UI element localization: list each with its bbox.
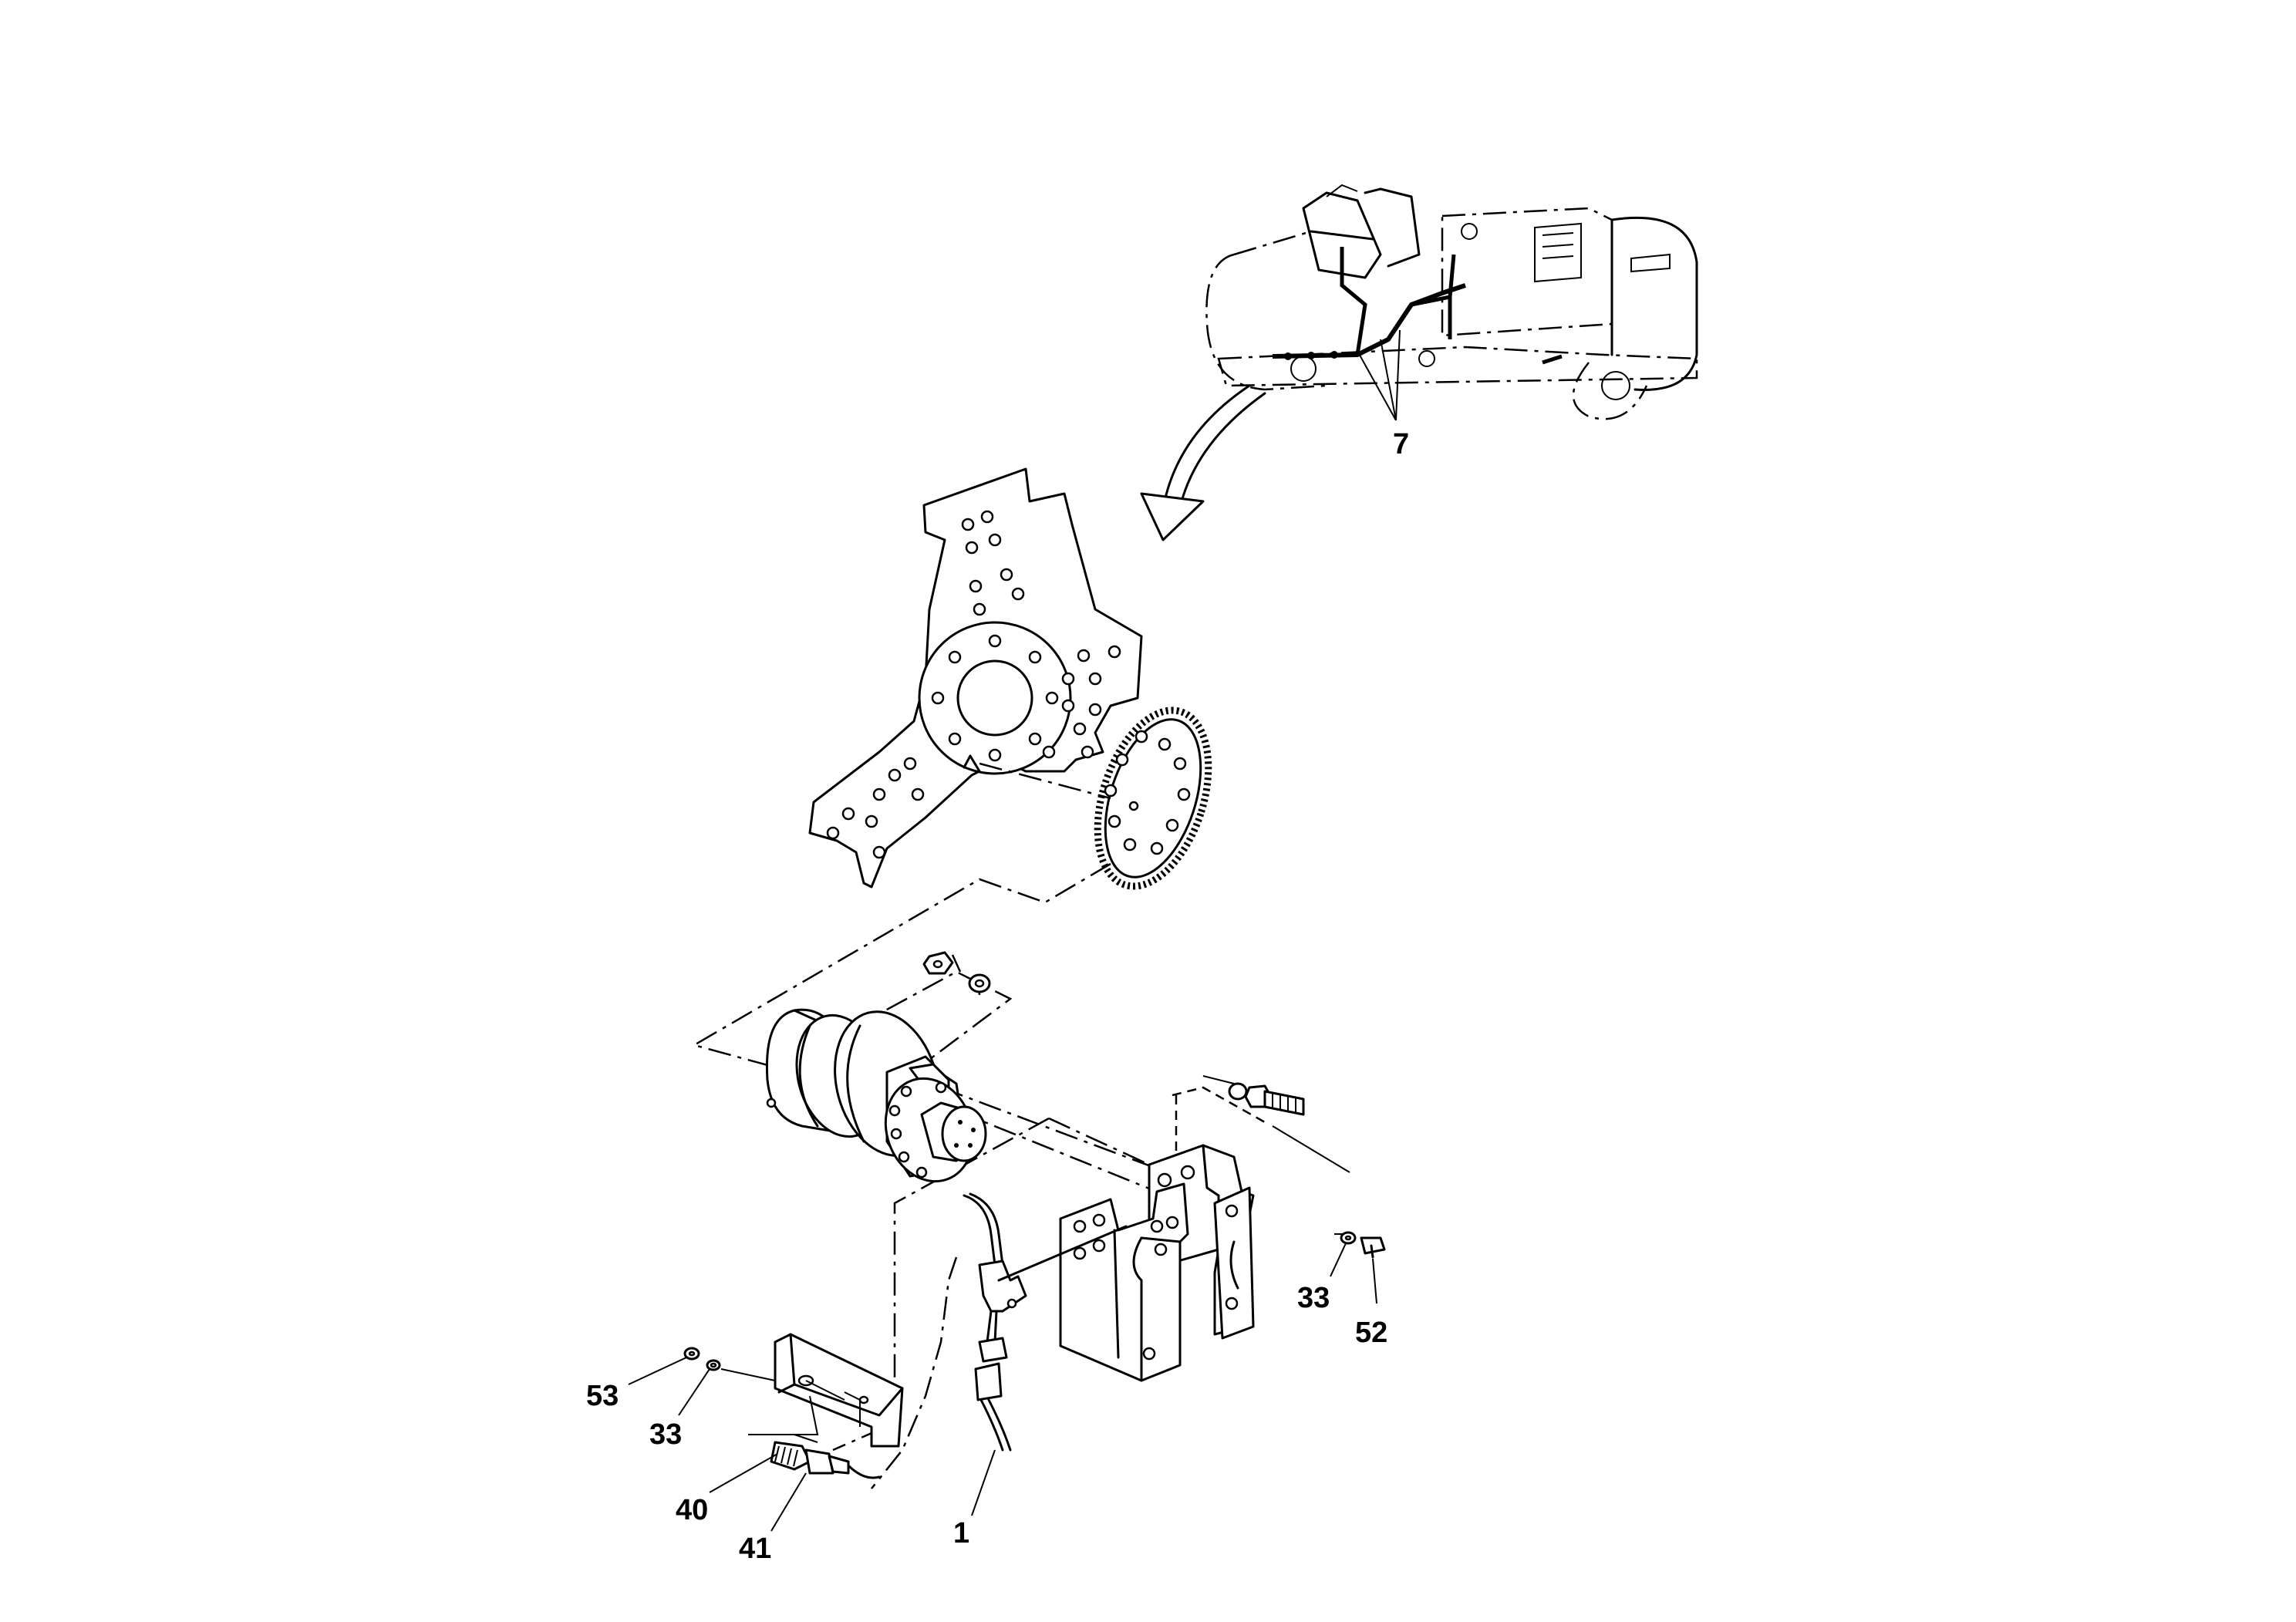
wiring-connector: [963, 1192, 1128, 1452]
machine-overview: [1205, 184, 1698, 421]
small-sensor-bracket: [748, 1333, 904, 1448]
callout-1: 1: [953, 1517, 969, 1549]
callout-40: 40: [676, 1494, 708, 1526]
callout-7: 7: [1393, 428, 1409, 460]
sensor-bracket: [1059, 1144, 1255, 1382]
washer-screw-right: [1340, 1231, 1386, 1259]
nut-washer-pair: [922, 951, 991, 993]
gear-ring: [1094, 706, 1212, 890]
callout-33-left: 33: [649, 1418, 682, 1451]
callout-52: 52: [1355, 1317, 1387, 1349]
callout-leaders: [628, 1243, 1377, 1532]
detail-arrow: [1140, 384, 1266, 541]
callout-33-right: 33: [1297, 1282, 1330, 1314]
callout-labels: 7 33 52 53 33 40 41 1: [586, 428, 1409, 1565]
nut-washer-lower: [683, 1347, 776, 1381]
hydraulic-motor: [765, 1008, 987, 1183]
flywheel-plate: [808, 467, 1143, 889]
callout-53: 53: [586, 1380, 619, 1412]
speed-sensor-probe: [770, 1441, 881, 1479]
bolt-washer-upper: [1202, 1075, 1305, 1116]
callout-41: 41: [739, 1533, 771, 1565]
